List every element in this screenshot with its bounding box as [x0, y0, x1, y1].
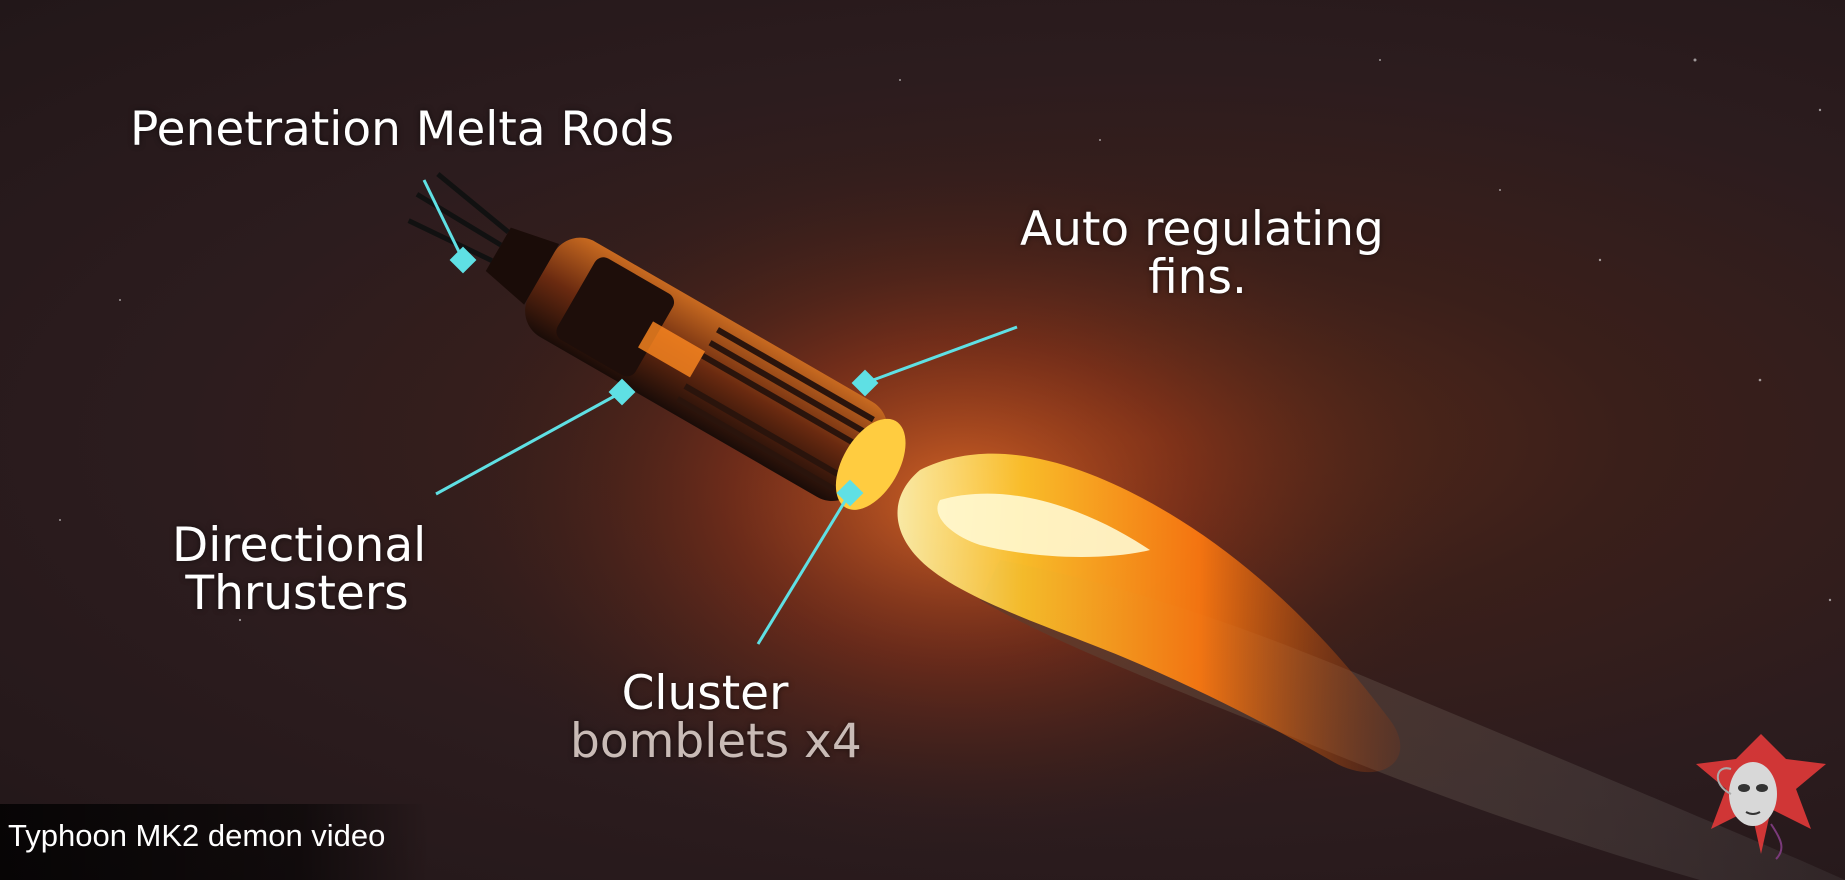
- callout-melta-rods-text: Penetration Melta Rods: [130, 102, 675, 157]
- exhaust-flame: [897, 453, 1401, 773]
- video-caption: Typhoon MK2 demon video: [8, 818, 386, 853]
- callout-cluster-bomblets: Cluster bomblets x4: [570, 666, 862, 769]
- callout-melta-rods: Penetration Melta Rods: [130, 106, 674, 154]
- mask-logo-icon: [1696, 734, 1826, 860]
- callout-directional-thrusters: Directional Thrusters: [172, 518, 427, 621]
- callout-thrusters-line1: Directional: [172, 518, 427, 573]
- callout-lines: [422, 179, 1018, 645]
- callout-fins-line2: fins.: [1148, 249, 1247, 305]
- star-field: [59, 58, 1832, 622]
- callout-thrusters-line2: Thrusters: [185, 565, 409, 621]
- callout-auto-regulating-fins: Auto regulating fins.: [1020, 202, 1384, 305]
- callout-cluster-line1: Cluster: [621, 666, 789, 721]
- callout-cluster-line2: bomblets x4: [570, 713, 862, 769]
- video-caption-bar: Typhoon MK2 demon video: [0, 804, 430, 880]
- missile-body: [407, 172, 906, 510]
- callout-fins-line1: Auto regulating: [1020, 202, 1384, 257]
